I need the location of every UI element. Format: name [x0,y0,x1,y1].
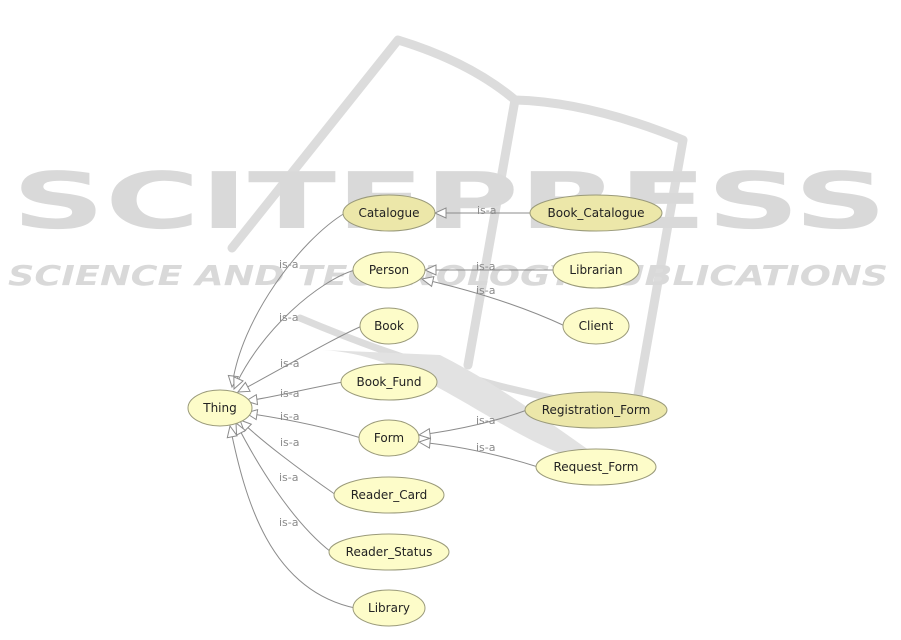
node-thing[interactable]: Thing [188,390,252,426]
arrowhead-request_form-to-form [419,438,430,448]
node-reader-card[interactable]: Reader_Card [334,477,444,513]
edge-label-librarian-to-person: is-a [476,260,496,273]
edge-label-reader_card-to-thing: is-a [280,436,300,449]
node-label: Book_Catalogue [548,206,645,220]
node-catalogue[interactable]: Catalogue [343,195,435,231]
node-label: Librarian [569,263,622,277]
edge-label-library-to-thing: is-a [279,516,299,529]
edge-label-person-to-thing: is-a [279,311,299,324]
edge-label-book_fund-to-thing: is-a [280,387,300,400]
node-label: Form [374,431,404,445]
watermark-brand: SCITEPRESS [12,157,887,247]
edge-label-book-to-thing: is-a [280,357,300,370]
node-label: Client [579,319,614,333]
node-client[interactable]: Client [563,308,629,344]
node-book-fund[interactable]: Book_Fund [341,364,437,400]
node-label: Person [369,263,409,277]
node-label: Registration_Form [542,403,651,417]
edge-label-registration_form-to-form: is-a [476,414,496,427]
node-label: Book [374,319,404,333]
node-library[interactable]: Library [353,590,425,626]
watermark-tagline: SCIENCE AND TECHNOLOGY PUBLICATIONS [8,259,888,292]
edge-form-to-thing [246,413,361,438]
node-librarian[interactable]: Librarian [553,252,639,288]
node-registration-form[interactable]: Registration_Form [525,392,667,428]
node-person[interactable]: Person [353,252,425,288]
arrowhead-library-to-thing [227,426,237,438]
node-label: Thing [202,401,237,415]
node-label: Catalogue [358,206,419,220]
node-reader-status[interactable]: Reader_Status [329,534,449,570]
node-book-catalogue[interactable]: Book_Catalogue [530,195,662,231]
edge-label-book_catalogue-to-catalogue: is-a [477,204,497,217]
edge-label-client-to-person: is-a [476,284,496,297]
node-book[interactable]: Book [360,308,418,344]
edge-label-reader_status-to-thing: is-a [279,471,299,484]
node-label: Reader_Status [346,545,433,559]
edge-label-catalogue-to-thing: is-a [279,258,299,271]
node-label: Request_Form [554,460,639,474]
edge-label-form-to-thing: is-a [280,410,300,423]
arrowhead-registration_form-to-form [419,429,431,439]
node-form[interactable]: Form [359,420,419,456]
node-label: Reader_Card [351,488,428,502]
node-label: Book_Fund [357,375,422,389]
edge-label-request_form-to-form: is-a [476,441,496,454]
watermark: SCITEPRESS SCIENCE AND TECHNOLOGY PUBLIC… [8,40,888,472]
node-request-form[interactable]: Request_Form [536,449,656,485]
node-label: Library [368,601,410,615]
